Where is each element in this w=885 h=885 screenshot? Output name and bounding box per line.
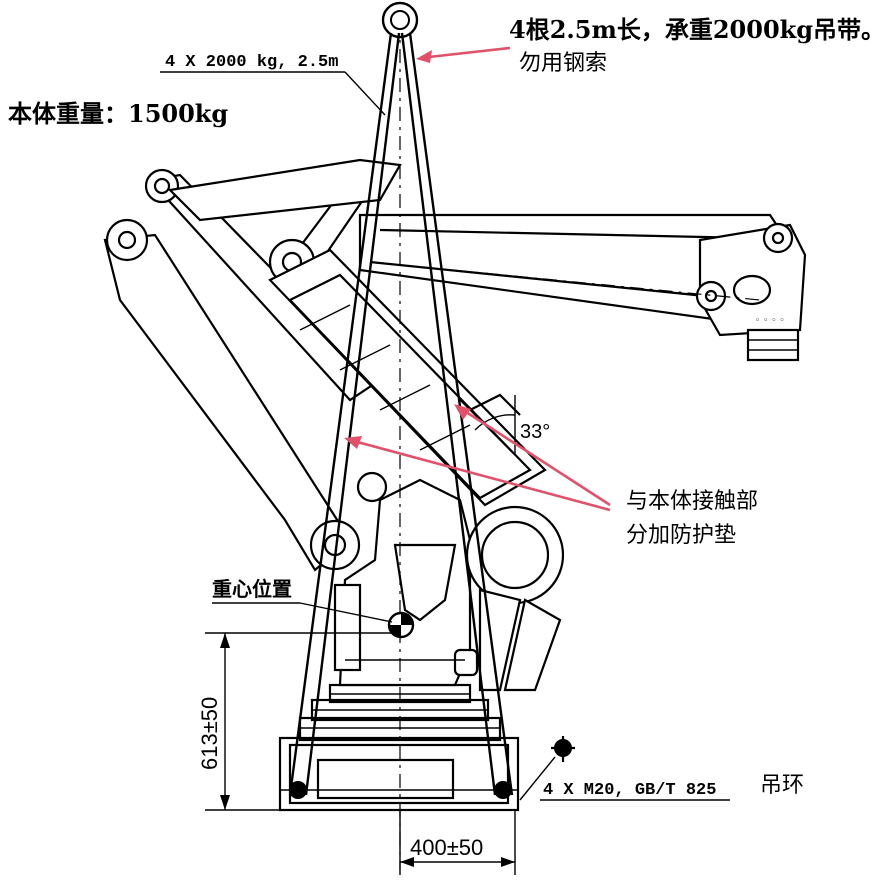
sling-callout: 4 X 2000 kg, 2.5m (160, 53, 386, 116)
sling-note-line2: 勿用钢索 (519, 51, 607, 76)
bolt-label: 4 X M20, GB/T 825 (543, 781, 716, 800)
main-boom (268, 248, 547, 507)
center-of-gravity-icon (387, 611, 415, 639)
ring-label: 吊环 (760, 773, 804, 798)
bolt-callout: 4 X M20, GB/T 825 吊环 (519, 756, 804, 801)
pad-note-line2: 分加防护垫 (626, 523, 736, 548)
wrist-head: ◦ ◦ ◦ ◦ (695, 222, 807, 362)
angle-label: 33° (520, 421, 550, 443)
cog-label: 重心位置 (212, 577, 292, 601)
lower-arm (103, 218, 361, 572)
robot-base (278, 683, 520, 812)
height-label: 613±50 (197, 697, 222, 770)
shoulder-joint (356, 471, 565, 692)
body-weight-label: 本体重量：1500kg (8, 99, 228, 128)
width-dimension: 400±50 (399, 810, 516, 875)
robot-turret (333, 478, 479, 687)
height-dimension: 613±50 (197, 632, 400, 811)
width-label: 400±50 (410, 835, 483, 860)
eye-bolt-icon (289, 736, 575, 799)
cog-callout: 重心位置 (212, 577, 393, 623)
sling-label: 4 X 2000 kg, 2.5m (165, 53, 338, 72)
pad-note-line1: 与本体接触部 (626, 489, 758, 514)
sling-note-line1: 4根2.5m长，承重2000kg吊带。 (509, 15, 885, 44)
pad-note: 与本体接触部 分加防护垫 (344, 404, 758, 548)
lifting-hook-icon (381, 1, 419, 39)
svg-text:◦ ◦ ◦ ◦: ◦ ◦ ◦ ◦ (755, 316, 785, 326)
sling-note: 4根2.5m长，承重2000kg吊带。 勿用钢索 (416, 15, 885, 76)
arm-centerline (369, 261, 761, 301)
